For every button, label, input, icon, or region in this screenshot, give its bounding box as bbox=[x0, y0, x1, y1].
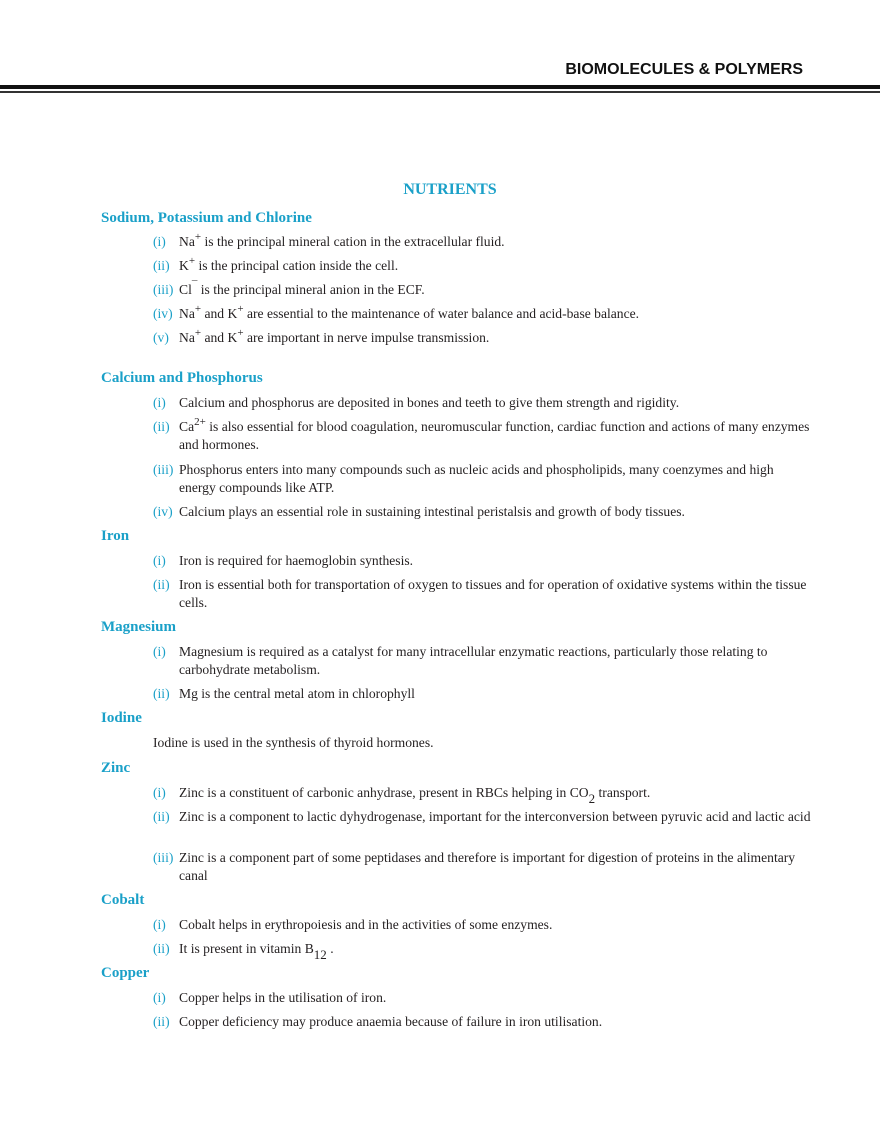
item-label: (i) bbox=[153, 553, 166, 568]
item-label: (ii) bbox=[153, 941, 170, 956]
list-item: (v) Na+ and K+ are important in nerve imp… bbox=[153, 327, 813, 347]
list-item: (iii) Zinc is a component part of some pe… bbox=[153, 849, 813, 885]
item-text: Iodine is used in the synthesis of thyro… bbox=[153, 735, 434, 750]
list-item: (iv) Na+ and K+ are essential to the main… bbox=[153, 303, 813, 323]
section-heading: Calcium and Phosphorus bbox=[101, 370, 263, 386]
item-text: Copper deficiency may produce anaemia be… bbox=[179, 1014, 603, 1029]
list-item: (ii) K+ is the principal cation inside th… bbox=[153, 255, 813, 275]
item-text: Calcium and phosphorus are deposited in … bbox=[179, 395, 680, 410]
item-label: (ii) bbox=[153, 419, 170, 434]
list-item: (i) Zinc is a constituent of carbonic anh… bbox=[153, 784, 813, 806]
list-item: (iii) Cl¯ is the principal mineral anion … bbox=[153, 279, 813, 299]
item-label: (ii) bbox=[153, 577, 170, 592]
section-heading: Magnesium bbox=[101, 619, 176, 635]
item-text: K+ is the principal cation inside the ce… bbox=[179, 255, 399, 274]
list-item: (i) Na+ is the principal mineral cation i… bbox=[153, 231, 813, 251]
item-text: It is present in vitamin B12 . bbox=[179, 941, 334, 962]
item-text: Magnesium is required as a catalyst for … bbox=[179, 644, 768, 677]
section-heading: Sodium, Potassium and Chlorine bbox=[101, 210, 312, 226]
item-label: (i) bbox=[153, 644, 166, 659]
item-text: Zinc is a component to lactic dyhydrogen… bbox=[179, 809, 811, 824]
item-label: (i) bbox=[153, 234, 166, 249]
header-rule-thick bbox=[0, 85, 880, 89]
item-text: Na+ and K+ are important in nerve impuls… bbox=[179, 327, 490, 346]
item-label: (ii) bbox=[153, 258, 170, 273]
item-label: (i) bbox=[153, 395, 166, 410]
list-item: (ii) It is present in vitamin B12 . bbox=[153, 940, 813, 962]
section-heading: Cobalt bbox=[101, 892, 145, 908]
item-text: Ca2+ is also essential for blood coagula… bbox=[179, 416, 810, 453]
item-text: Calcium plays an essential role in susta… bbox=[179, 504, 685, 519]
section-heading: Zinc bbox=[101, 760, 131, 776]
item-label: (iii) bbox=[153, 850, 174, 865]
item-label: (ii) bbox=[153, 809, 170, 824]
list-item: (ii) Ca2+ is also essential for blood coa… bbox=[153, 416, 813, 454]
item-label: (iv) bbox=[153, 504, 173, 519]
item-text: Cl¯ is the principal mineral anion in th… bbox=[179, 279, 425, 298]
list-item: (ii) Copper deficiency may produce anaemi… bbox=[153, 1013, 813, 1031]
page-title: NUTRIENTS bbox=[403, 181, 497, 198]
section-heading: Copper bbox=[101, 965, 150, 981]
list-item: (ii) Mg is the central metal atom in chlo… bbox=[153, 685, 813, 703]
item-label: (iii) bbox=[153, 462, 174, 477]
item-text: Copper helps in the utilisation of iron. bbox=[179, 990, 387, 1005]
list-item: (iii) Phosphorus enters into many compoun… bbox=[153, 461, 813, 497]
section-heading: Iodine bbox=[101, 710, 142, 726]
item-text: Phosphorus enters into many compounds su… bbox=[179, 462, 774, 495]
list-item: (i) Magnesium is required as a catalyst f… bbox=[153, 643, 813, 679]
item-text: Zinc is a constituent of carbonic anhydr… bbox=[179, 785, 651, 806]
list-item: (i) Copper helps in the utilisation of ir… bbox=[153, 989, 813, 1007]
item-text: Na+ and K+ are essential to the maintena… bbox=[179, 303, 640, 322]
item-text: Iron is required for haemoglobin synthes… bbox=[179, 553, 414, 568]
list-item: (i) Calcium and phosphorus are deposited … bbox=[153, 394, 813, 412]
item-text: Iron is essential both for transportatio… bbox=[179, 577, 807, 610]
item-text: Na+ is the principal mineral cation in t… bbox=[179, 231, 505, 250]
item-label: (ii) bbox=[153, 1014, 170, 1029]
item-label: (i) bbox=[153, 917, 166, 932]
item-label: (ii) bbox=[153, 686, 170, 701]
item-label: (v) bbox=[153, 330, 169, 345]
list-item: Iodine is used in the synthesis of thyro… bbox=[153, 734, 813, 752]
list-item: (i) Cobalt helps in erythropoiesis and in… bbox=[153, 916, 813, 934]
running-header: BIOMOLECULES & POLYMERS bbox=[565, 61, 803, 78]
item-label: (i) bbox=[153, 785, 166, 800]
list-item: (iv) Calcium plays an essential role in s… bbox=[153, 503, 813, 521]
section-heading: Iron bbox=[101, 528, 130, 544]
item-label: (iv) bbox=[153, 306, 173, 321]
header-rule-thin bbox=[0, 91, 880, 93]
list-item: (ii) Zinc is a component to lactic dyhydr… bbox=[153, 808, 813, 826]
item-text: Mg is the central metal atom in chloroph… bbox=[179, 686, 415, 701]
list-item: (ii) Iron is essential both for transport… bbox=[153, 576, 813, 612]
list-item: (i) Iron is required for haemoglobin synt… bbox=[153, 552, 813, 570]
item-text: Cobalt helps in erythropoiesis and in th… bbox=[179, 917, 553, 932]
item-label: (iii) bbox=[153, 282, 174, 297]
item-label: (i) bbox=[153, 990, 166, 1005]
item-text: Zinc is a component part of some peptida… bbox=[179, 850, 796, 883]
